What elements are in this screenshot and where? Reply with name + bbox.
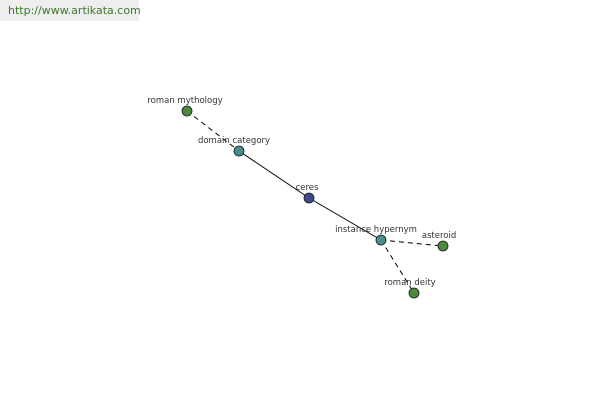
node-circle-asteroid[interactable] [437,240,449,252]
node-label-asteroid[interactable]: asteroid [422,231,456,241]
edge-domain-category-to-ceres [238,150,310,199]
edge-roman-mythology-to-domain-category [186,110,240,152]
site-url-watermark[interactable]: http://www.artikata.com [0,0,141,21]
node-ceres[interactable]: ceres [296,183,319,204]
edge-instance-hypernym-to-asteroid [380,239,444,247]
edge-instance-hypernym-to-roman-deity [380,239,415,294]
node-label-domain-category[interactable]: domain category [198,136,270,146]
node-circle-roman-deity[interactable] [408,287,420,299]
node-label-ceres[interactable]: ceres [296,183,319,193]
node-circle-instance-hypernym[interactable] [375,234,387,246]
node-label-roman-deity[interactable]: roman deity [384,278,435,288]
node-circle-roman-mythology[interactable] [181,105,193,117]
node-label-instance-hypernym[interactable]: instance hypernym [335,225,417,235]
node-roman-deity[interactable]: roman deity [384,278,436,299]
edge-ceres-to-instance-hypernym [308,197,382,241]
node-instance-hypernym[interactable]: instance hypernym [335,225,417,246]
node-asteroid[interactable]: asteroid [422,231,456,252]
node-domain-category[interactable]: domain category [198,136,270,157]
nodes-layer: roman mythology domain category ceres insta… [147,96,456,299]
node-label-roman-mythology[interactable]: roman mythology [147,96,222,106]
edges-layer [186,110,444,294]
node-circle-ceres[interactable] [303,192,315,204]
node-circle-domain-category[interactable] [233,145,245,157]
node-roman-mythology[interactable]: roman mythology [147,96,223,117]
